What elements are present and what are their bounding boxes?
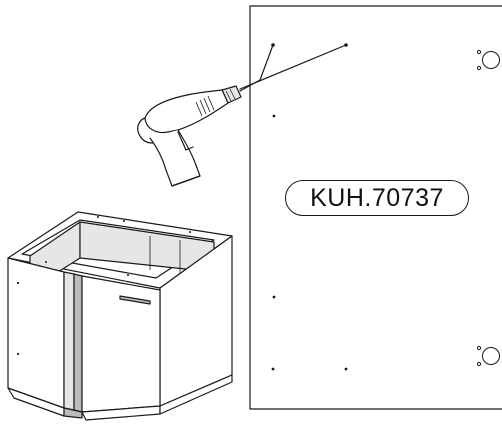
panel-hole-upper-left <box>272 114 276 118</box>
panel-hole-bottom-left <box>271 367 275 371</box>
drill-trigger <box>177 131 194 151</box>
cabinet-door-left <box>7 257 65 409</box>
panel-hole-bottom-center <box>344 367 348 371</box>
hinge-hole-top <box>482 51 500 69</box>
cabinet-corner-post <box>63 271 75 411</box>
drill-handle <box>149 129 201 187</box>
drill-icon <box>137 44 347 187</box>
hinge-screw-top-b <box>476 65 482 71</box>
hinge-screw-bottom-a <box>476 345 482 351</box>
cabinet-door-handle <box>119 295 151 305</box>
corner-cabinet-icon <box>7 211 233 421</box>
drill-bit-short <box>259 44 274 81</box>
drill-body <box>144 89 229 134</box>
hinge-hole-bottom <box>482 347 500 365</box>
hinge-screw-bottom-b <box>476 361 482 367</box>
part-code-label: KUH.70737 <box>285 180 469 216</box>
hinge-screw-top-a <box>476 49 482 55</box>
panel-hole-lower-left <box>272 295 276 299</box>
